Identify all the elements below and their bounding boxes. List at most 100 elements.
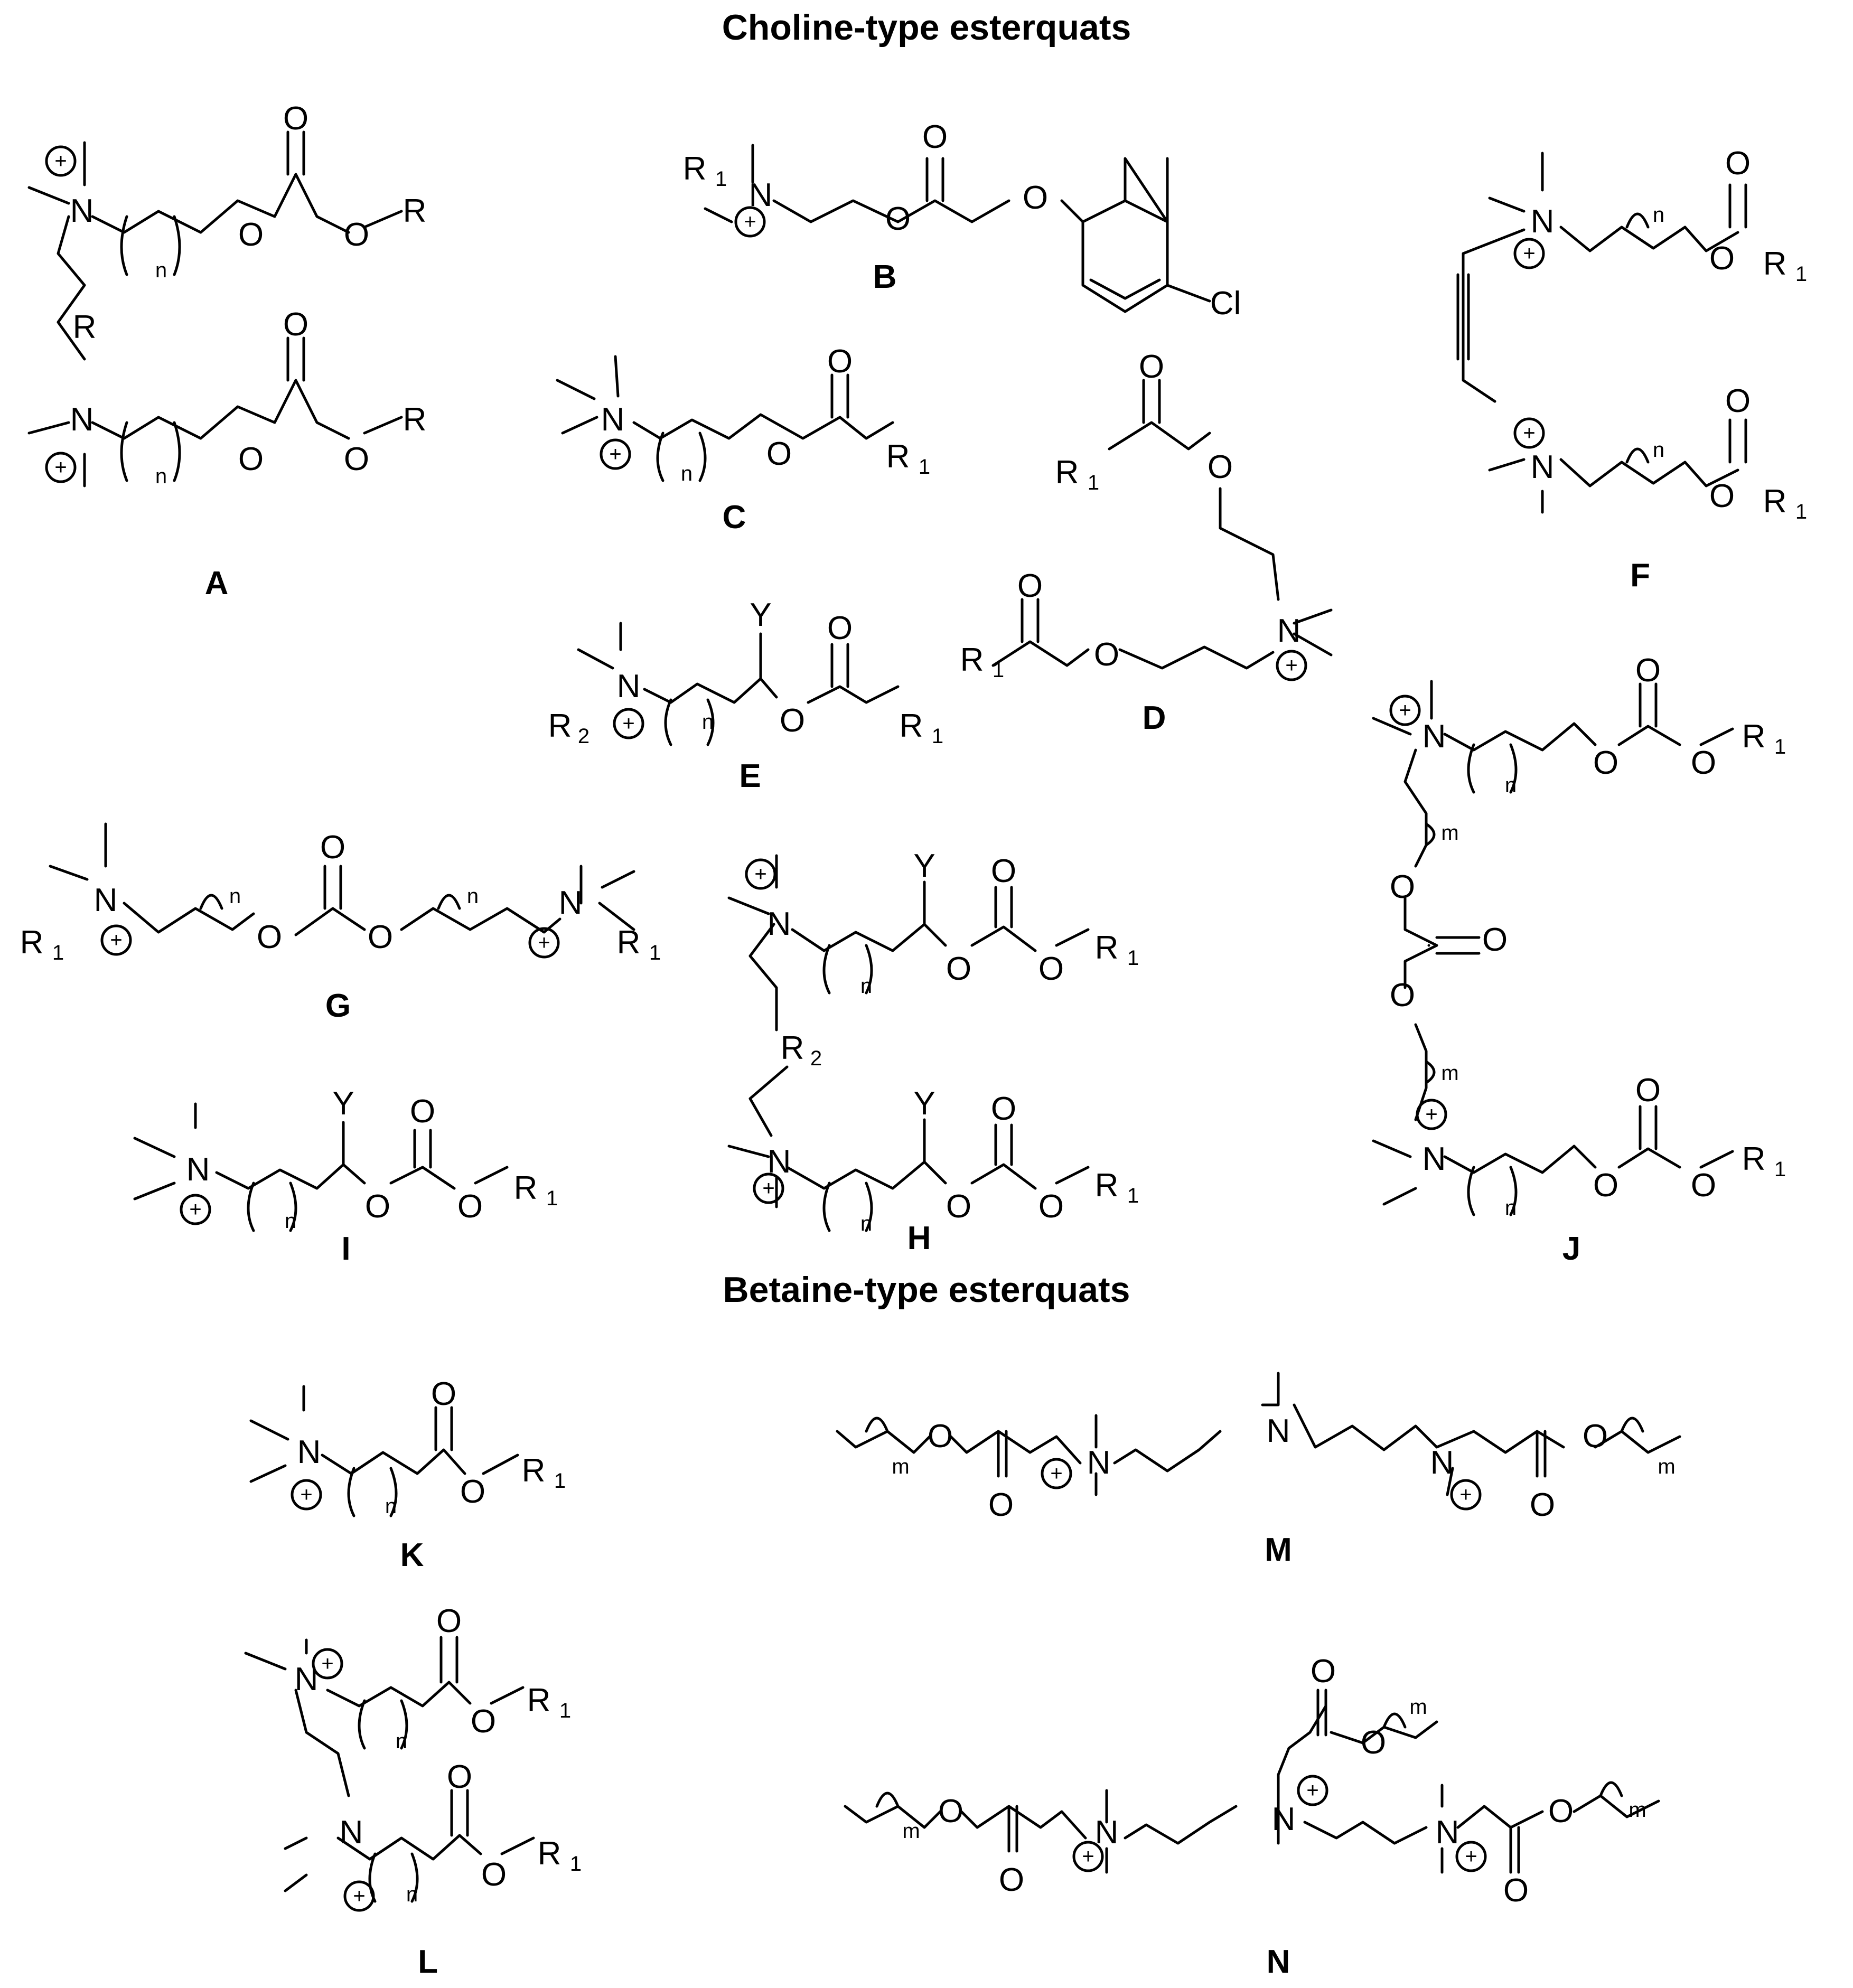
label-d: D [1143,700,1166,736]
svg-text:N: N [601,401,625,438]
svg-text:O: O [946,1188,971,1225]
svg-text:1: 1 [1088,471,1099,494]
svg-text:O: O [1017,568,1043,604]
label-f: F [1630,557,1650,594]
svg-text:+: + [353,1884,365,1908]
svg-text:O: O [1038,1188,1064,1225]
svg-text:n: n [467,885,479,908]
svg-text:R: R [683,151,707,187]
svg-text:O: O [1548,1793,1574,1830]
label-a: A [205,565,229,602]
svg-text:+: + [1523,242,1535,265]
svg-text:O: O [1725,383,1751,419]
svg-text:1: 1 [52,941,64,964]
structure-m: O O N N N O O + + m m M [836,1372,1681,1568]
svg-text:R: R [1055,454,1079,491]
svg-text:n: n [396,1730,407,1753]
label-i: I [341,1231,350,1267]
svg-text:+: + [762,1177,774,1200]
svg-text:O: O [946,951,971,987]
svg-text:N: N [1531,449,1555,485]
svg-text:N: N [768,906,791,942]
svg-text:N: N [768,1143,791,1180]
svg-text:+: + [1425,1103,1437,1126]
svg-text:O: O [1361,1724,1386,1761]
svg-text:n: n [406,1883,418,1906]
structure-a: N N R O O O R O O O R + + n n A [27,100,427,602]
svg-text:R: R [960,642,984,678]
svg-text:n: n [155,259,167,282]
svg-text:N: N [1422,718,1446,755]
structure-e: N R 2 Y O O R 1 + n E [548,597,944,794]
svg-text:O: O [283,100,308,137]
svg-text:+: + [54,149,67,173]
structure-n: O O N N O O N O O + + + m m m N [844,1653,1660,1980]
svg-text:R: R [403,193,427,229]
svg-text:O: O [885,201,911,237]
svg-text:O: O [928,1418,953,1455]
svg-text:+: + [54,456,67,479]
svg-text:R: R [1763,483,1787,520]
svg-text:O: O [344,441,369,477]
svg-text:+: + [609,443,621,466]
svg-text:n: n [1505,774,1517,797]
svg-text:N: N [70,401,94,438]
svg-text:O: O [991,853,1016,889]
svg-text:N: N [295,1661,319,1698]
header-choline-type: Choline-type esterquats [722,7,1131,48]
svg-text:N: N [1430,1445,1454,1481]
structure-j: N N O O O R 1 O O O O O O R 1 + + n n m … [1372,652,1786,1267]
svg-text:n: n [681,462,692,485]
svg-text:R: R [900,708,923,744]
svg-text:N: N [186,1151,210,1188]
svg-text:N: N [1272,1801,1296,1837]
svg-text:+: + [1285,654,1297,677]
label-j: J [1562,1231,1580,1267]
svg-text:N: N [749,177,773,213]
svg-text:N: N [1436,1814,1459,1851]
svg-text:Y: Y [913,1085,935,1122]
svg-text:O: O [1503,1872,1529,1909]
svg-text:R: R [1742,718,1766,755]
svg-text:+: + [754,862,766,886]
label-e: E [739,758,761,794]
svg-text:R: R [1095,930,1119,966]
label-n: N [1267,1944,1290,1980]
svg-text:1: 1 [932,725,943,748]
svg-text:O: O [1390,869,1415,905]
svg-text:+: + [538,931,550,954]
structure-l: N N O O R 1 O O R 1 + + n n L [244,1603,582,1980]
svg-text:R: R [548,708,572,744]
svg-text:O: O [1635,1072,1661,1109]
structure-k: N O O R 1 + n K [249,1376,566,1573]
svg-text:N: N [1277,613,1301,649]
svg-text:O: O [827,610,853,646]
svg-text:1: 1 [1127,1184,1139,1207]
structure-f: N N O O R 1 O O R 1 + + n n F [1456,145,1807,594]
svg-text:O: O [1311,1653,1336,1690]
svg-text:O: O [1482,922,1508,958]
svg-text:O: O [938,1793,963,1830]
svg-text:N: N [1087,1445,1111,1481]
header-betaine-type: Betaine-type esterquats [723,1270,1130,1310]
svg-text:O: O [238,441,264,477]
svg-text:n: n [285,1209,296,1233]
svg-text:R: R [514,1170,538,1206]
svg-text:O: O [1691,745,1716,781]
svg-text:1: 1 [1774,1158,1786,1181]
svg-text:n: n [1653,203,1664,227]
label-g: G [325,988,351,1024]
svg-text:O: O [1390,977,1415,1014]
svg-text:Y: Y [332,1085,354,1122]
svg-text:1: 1 [1795,500,1807,523]
svg-text:O: O [1709,240,1735,277]
svg-text:R: R [886,438,910,475]
svg-text:O: O [922,119,948,155]
svg-text:R: R [527,1682,551,1719]
svg-text:1: 1 [559,1699,571,1722]
svg-text:R: R [1763,246,1787,282]
svg-text:O: O [827,343,853,380]
svg-text:O: O [766,436,792,472]
label-m: M [1265,1532,1292,1568]
